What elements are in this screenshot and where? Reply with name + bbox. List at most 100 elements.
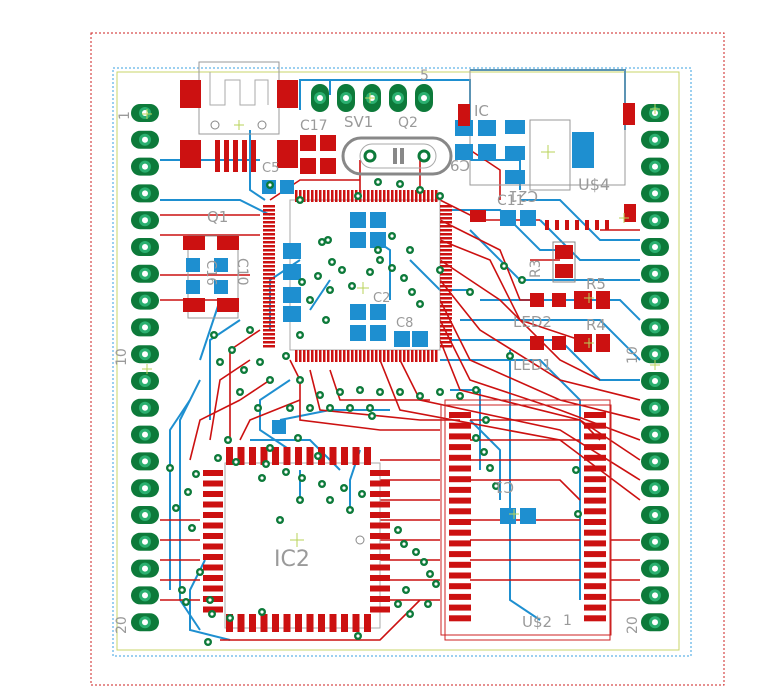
- via-hole: [390, 234, 394, 238]
- ic1-pad: [440, 313, 452, 316]
- via-hole: [268, 446, 272, 450]
- ic2-pad: [370, 470, 390, 476]
- via-hole: [186, 490, 190, 494]
- ic2-pad: [364, 614, 371, 632]
- ic1-pad: [303, 350, 306, 362]
- ic1-pad: [367, 350, 370, 362]
- via-hole: [298, 378, 302, 382]
- ic1-pad: [435, 350, 438, 362]
- via-hole: [308, 298, 312, 302]
- sd-socket-pad: [449, 476, 471, 483]
- via-hole: [268, 378, 272, 382]
- ic1-pad: [383, 190, 386, 202]
- ic1-pad: [331, 350, 334, 362]
- left-header-pin-hole: [142, 244, 148, 250]
- ic2-pad: [370, 522, 390, 529]
- ic1-pad: [391, 350, 394, 362]
- right-header-pin-hole: [652, 565, 658, 572]
- ic2-pad: [249, 614, 256, 632]
- sd-socket-pad: [584, 572, 606, 579]
- sd-socket-pad: [449, 604, 471, 611]
- silk-crosses: [142, 93, 660, 547]
- via-hole: [260, 476, 264, 480]
- via-hole: [296, 436, 300, 440]
- right-header-pin-hole: [652, 378, 658, 384]
- via-hole: [418, 302, 422, 306]
- ic1-pad: [395, 350, 398, 362]
- ic2-pad: [370, 480, 390, 487]
- ic2-pad: [341, 447, 348, 465]
- ic2-pad: [370, 501, 390, 508]
- via-hole: [212, 333, 216, 337]
- crystal-q2: [341, 136, 453, 176]
- via-hole: [396, 528, 400, 532]
- ic2-pad: [237, 614, 245, 632]
- ic1-pad: [319, 350, 322, 362]
- via-hole: [328, 498, 332, 502]
- ic1-pad: [440, 237, 452, 240]
- ic1-pad: [423, 190, 426, 202]
- ic1-pad: [263, 217, 275, 220]
- sv1-pin-hole: [317, 95, 323, 101]
- silkscreen-labels: SV1 C17 Q2 5 IC C9 C5 U$4 Q1 C16 C10 C21…: [114, 68, 641, 634]
- via-hole: [482, 450, 486, 454]
- via-hole: [298, 333, 302, 337]
- right-header-pin-hole: [652, 404, 658, 411]
- via-hole: [574, 468, 578, 472]
- ic1-pad: [263, 313, 275, 316]
- via-hole: [242, 368, 246, 372]
- via-hole: [426, 602, 430, 606]
- ic2-pad: [283, 614, 291, 632]
- via-hole: [378, 258, 382, 262]
- via-hole: [234, 460, 238, 464]
- sd-socket-pad: [449, 519, 471, 525]
- ic1-pad: [440, 341, 452, 344]
- ic2-pad: [203, 575, 223, 581]
- right-header-pin-hole: [652, 217, 658, 224]
- ic1-pad: [427, 350, 430, 362]
- via-hole: [348, 508, 352, 512]
- via-hole: [468, 290, 472, 294]
- via-hole: [174, 506, 178, 510]
- ic1-pad: [440, 337, 452, 340]
- ic1-pad: [415, 350, 418, 362]
- ic2-pad: [203, 470, 223, 476]
- sd-socket-pad: [449, 615, 471, 622]
- ic2-pad: [203, 554, 223, 560]
- ic1-pad: [263, 257, 275, 260]
- ic1-pad: [263, 229, 275, 232]
- ic1-pad: [263, 333, 275, 336]
- via-hole: [418, 394, 422, 398]
- sd-socket-pad: [449, 572, 471, 579]
- ic1-pad: [431, 350, 434, 362]
- ic1-pad: [263, 209, 275, 212]
- via-hole: [168, 466, 172, 470]
- left-header-pin-hole: [142, 431, 148, 438]
- ic1-pad: [440, 277, 452, 280]
- ic1-pad: [440, 325, 452, 328]
- via-hole: [318, 393, 322, 397]
- right-header-pin-hole: [652, 244, 658, 250]
- ic1-pad: [263, 281, 275, 284]
- ic1-pad: [335, 350, 338, 362]
- sd-socket-pad: [449, 561, 471, 568]
- sd-socket-pad: [584, 454, 606, 461]
- ic2-pad: [370, 575, 390, 581]
- ic2-pad: [295, 447, 302, 465]
- via-hole: [418, 188, 422, 192]
- right-header-pin-hole: [652, 136, 658, 143]
- left-header-pin-hole: [142, 324, 148, 331]
- ic1-pad: [440, 257, 452, 260]
- ic1-pad: [315, 350, 318, 362]
- ic1-pad: [343, 350, 346, 362]
- via-hole: [402, 276, 406, 280]
- left-header-pin-hole: [142, 378, 148, 384]
- right-header-pin-hole: [652, 538, 658, 545]
- decoupling-caps: [262, 180, 428, 434]
- via-hole: [298, 198, 302, 202]
- ic1-pad: [315, 190, 318, 202]
- sd-socket-pad: [584, 561, 606, 568]
- ic1-pad: [263, 245, 275, 248]
- ic1-pad: [263, 289, 275, 292]
- ic2-pad: [226, 614, 233, 632]
